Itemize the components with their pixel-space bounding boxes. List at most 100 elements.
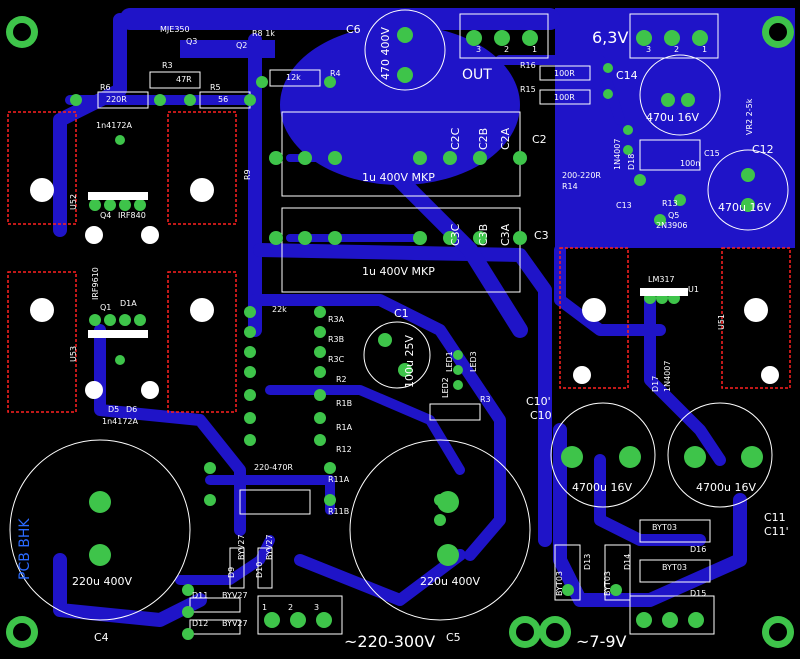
r15-value: 100R	[554, 93, 575, 102]
byv27-c-label: BYV27	[222, 591, 248, 600]
vr2-label: VR2 2-5k	[745, 98, 754, 135]
r1b-label: R1B	[336, 399, 353, 408]
out-connector-label: OUT	[462, 67, 492, 83]
r11b-label: R11B	[328, 507, 350, 516]
c6-label: C6	[346, 23, 361, 36]
r8-label: R8 1k	[252, 29, 275, 38]
outline-r9	[149, 71, 201, 89]
r6-value: 220R	[106, 95, 127, 104]
c13-label: C13	[616, 201, 632, 210]
heatsinks	[7, 111, 791, 413]
copper-pour-heater-supply	[555, 8, 795, 248]
heater-connector-label: 6,3V	[592, 28, 629, 47]
c2c-label: C2C	[449, 127, 462, 150]
outline-d13	[554, 544, 581, 601]
trace-c3-bus	[253, 243, 552, 547]
r12-label: R12	[336, 445, 352, 454]
q2-label: Q2	[236, 41, 248, 50]
c2a-label: C2A	[499, 127, 512, 150]
r3a-label: R3A	[328, 315, 345, 324]
heatsink-u52-right	[167, 111, 237, 225]
r11a-value: 220-470R	[254, 463, 293, 472]
outline-ac-in-connector	[257, 595, 343, 635]
d10-label: D10	[255, 561, 264, 578]
byv27-d-label: BYV27	[222, 619, 248, 628]
r4-value: 12k	[286, 73, 301, 82]
outline-out-connector	[459, 13, 549, 59]
outline-r16	[539, 65, 591, 81]
out-pin-3: 3	[476, 45, 482, 54]
1n4007-b-label: 1N4007	[663, 360, 672, 392]
c11-value: 4700u 16V	[696, 481, 756, 494]
mount-hole-bl	[6, 616, 38, 648]
out-pin-2: 2	[504, 45, 510, 54]
c14-value: 470u 16V	[646, 111, 699, 124]
q1-label: Q1	[100, 303, 112, 312]
c10-value: 4700u 16V	[572, 481, 632, 494]
heatsink-screws	[30, 178, 779, 399]
u52-label: U52	[69, 193, 78, 210]
trace-mid-bus	[249, 294, 506, 561]
r5-value: 56	[218, 95, 229, 104]
trace-c6-out	[392, 172, 528, 338]
c1-value: 100u 25V	[403, 335, 416, 388]
u53-label: U53	[69, 345, 78, 362]
mount-holes	[6, 16, 794, 648]
heatsink-u53-right	[167, 271, 237, 413]
outline-c15	[639, 139, 701, 171]
silkscreen-outlines	[9, 9, 789, 635]
r16-label: R16	[520, 61, 536, 70]
d6-label: D6	[126, 405, 138, 414]
c1-label: C1	[394, 307, 409, 320]
trace-byv27	[175, 535, 275, 585]
r4-label: R4	[330, 69, 341, 78]
c5-value: 220u 400V	[420, 575, 480, 588]
outline-c5	[349, 439, 531, 621]
r3-mid-label: R3	[480, 395, 491, 404]
c11p-label: C11'	[764, 525, 789, 538]
heatsink-u51-right	[721, 247, 791, 389]
ac-in-pin-1: 1	[262, 603, 268, 612]
outline-c12	[707, 149, 789, 231]
c3-label: C3	[534, 229, 549, 242]
trace-out-feed	[495, 55, 625, 125]
led2-label: LED2	[441, 377, 450, 398]
byt03-d-label: BYT03	[662, 563, 688, 572]
copper-pours	[120, 8, 795, 248]
c15-label: C15	[704, 149, 720, 158]
mkp-c3-value: 1u 400V MKP	[362, 265, 435, 278]
trace-c5-bus	[294, 549, 466, 606]
outline-d16	[639, 519, 711, 543]
c10-label: C10	[530, 409, 552, 422]
c4-label: C4	[94, 631, 109, 644]
r11a-label: R11A	[328, 475, 350, 484]
outline-c14	[639, 54, 721, 136]
led3-label: LED3	[469, 351, 478, 372]
outline-r4	[269, 69, 321, 87]
d12-label: D12	[192, 619, 209, 628]
d18-label: D18	[627, 153, 636, 170]
ac-low-label: ~7-9V	[576, 632, 627, 651]
outline-r6	[97, 91, 149, 109]
mount-hole-tl	[6, 16, 38, 48]
d13-label: D13	[583, 553, 592, 570]
q5-label: Q5	[668, 211, 680, 220]
outline-d15	[639, 559, 711, 583]
d17-label: D17	[651, 375, 660, 392]
heatsink-u51-left	[559, 247, 629, 389]
r1a-label: R1A	[336, 423, 353, 432]
ac-in-pin-2: 2	[288, 603, 294, 612]
out-pin-1: 1	[532, 45, 538, 54]
d9-label: D9	[227, 566, 236, 578]
mje350-label: MJE350	[160, 25, 190, 34]
r3b-label: R3B	[328, 335, 345, 344]
outline-c1	[363, 321, 431, 389]
byv27-b-label: BYV27	[265, 534, 274, 560]
r5-label: R5	[210, 83, 221, 92]
mount-hole-mid-br	[539, 616, 571, 648]
d5-label: D5	[108, 405, 120, 414]
heater-pin-2: 2	[674, 45, 680, 54]
mkp-c2-value: 1u 400V MKP	[362, 171, 435, 184]
c2-label: C2	[532, 133, 547, 146]
q3-label: Q3	[186, 37, 198, 46]
